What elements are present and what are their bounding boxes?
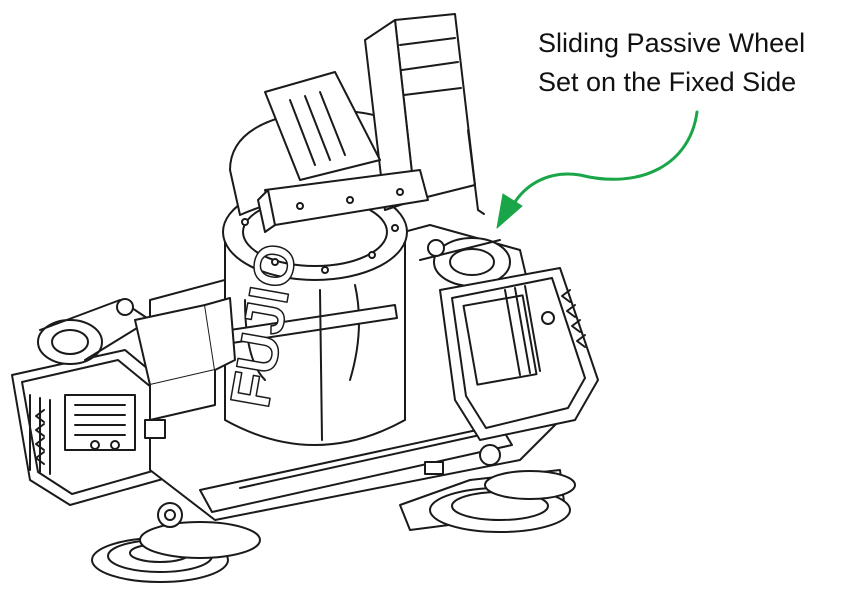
annotation-arrow	[496, 110, 699, 229]
wheel-bottom-left-rear	[139, 521, 261, 559]
ring-bolt-1	[241, 218, 249, 226]
right-fins	[504, 285, 541, 376]
left-electronics-box	[64, 394, 136, 451]
motor-block-foot	[144, 419, 166, 439]
sliding-passive-wheel-hub	[449, 248, 495, 276]
arrow-curve	[511, 110, 699, 207]
left-arm	[39, 299, 151, 361]
left-electronics-lines	[74, 404, 126, 436]
platform-slots	[289, 91, 346, 166]
ring-bolt-5	[391, 224, 399, 232]
cylinder-body	[224, 229, 406, 446]
front-right-pivot	[479, 444, 501, 466]
ring-bolt-4	[368, 251, 376, 259]
top-plate-bolt-3	[396, 188, 404, 196]
upper-joint	[257, 13, 485, 233]
sliding-rail	[419, 239, 501, 261]
vertical-arm-lines	[399, 37, 462, 96]
left-chevrons	[35, 409, 45, 465]
side-motor-block	[134, 297, 236, 439]
left-pivot	[116, 298, 134, 316]
bottom-right-wheels	[399, 469, 576, 533]
arrow-head	[496, 193, 523, 229]
top-plate-bolt-1	[296, 202, 304, 210]
cable	[467, 129, 485, 215]
left-bolt-2	[110, 440, 120, 450]
wheel-bottom-right-rear	[484, 470, 576, 500]
top-plate-edge	[257, 189, 276, 233]
wheel-upper-left-hub	[51, 329, 89, 355]
ring-bolt-2	[271, 258, 279, 266]
front-left-pivot-center	[164, 509, 176, 521]
motor-block-top	[204, 297, 236, 371]
left-plate-lines	[29, 394, 51, 475]
motor-block-side	[149, 369, 216, 421]
top-plate-bolt-2	[346, 196, 354, 204]
right-wheel-module	[419, 237, 599, 441]
base-connector	[424, 461, 444, 475]
right-electronics-box	[462, 294, 538, 386]
left-bolt-1	[90, 440, 100, 450]
ring-bolt-3	[321, 266, 329, 274]
cylinder-seam	[319, 289, 323, 441]
annotation-label-line-1: Sliding Passive Wheel	[538, 28, 806, 58]
right-pivot	[427, 239, 445, 257]
cylinder-cutouts	[244, 284, 360, 381]
right-chevrons	[561, 289, 586, 348]
base-rail-front	[199, 424, 513, 513]
slotted-platform	[264, 71, 381, 181]
annotation-label-line-2: Set on the Fixed Side	[538, 67, 797, 97]
base-rail-slot	[239, 434, 481, 489]
right-bolt	[541, 311, 555, 325]
